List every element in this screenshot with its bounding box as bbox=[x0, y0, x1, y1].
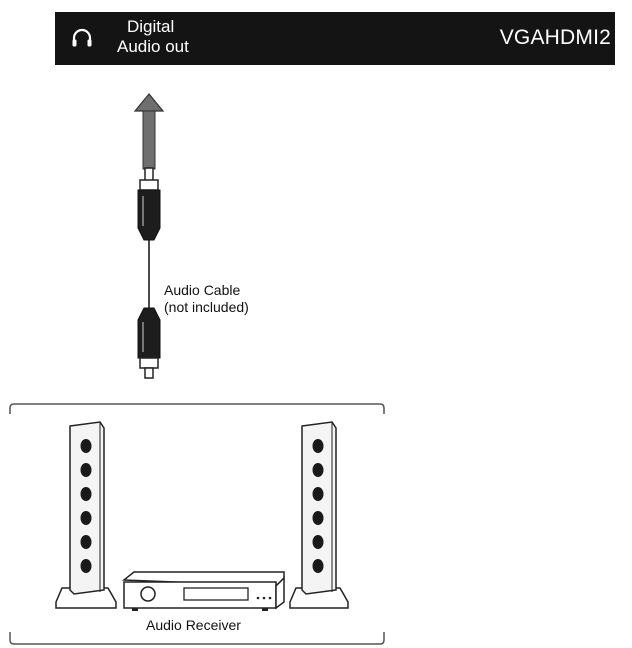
cable-label-line2: (not included) bbox=[164, 299, 249, 315]
tv-rear-panel: Digital Audio out VGAHDMI2 bbox=[55, 12, 615, 65]
port-label-line1: Digital bbox=[127, 17, 175, 36]
equipment-frame bbox=[9, 403, 385, 645]
audio-cable-label: Audio Cable (not included) bbox=[164, 282, 249, 316]
arrow-up-icon bbox=[133, 93, 165, 170]
cable-label-line1: Audio Cable bbox=[164, 282, 241, 298]
audio-receiver-unit bbox=[121, 571, 285, 611]
port-label-line2: Audio out bbox=[117, 37, 189, 56]
rca-plug-bottom bbox=[137, 307, 161, 379]
rca-plug-top bbox=[137, 167, 161, 241]
left-speaker bbox=[55, 421, 117, 609]
headphones-icon bbox=[72, 28, 92, 47]
audio-receiver-label: Audio Receiver bbox=[146, 617, 241, 633]
right-speaker bbox=[289, 421, 349, 609]
digital-audio-out-label: Digital Audio out bbox=[117, 17, 189, 57]
port-names-label: VGAHDMI2 bbox=[499, 26, 611, 49]
